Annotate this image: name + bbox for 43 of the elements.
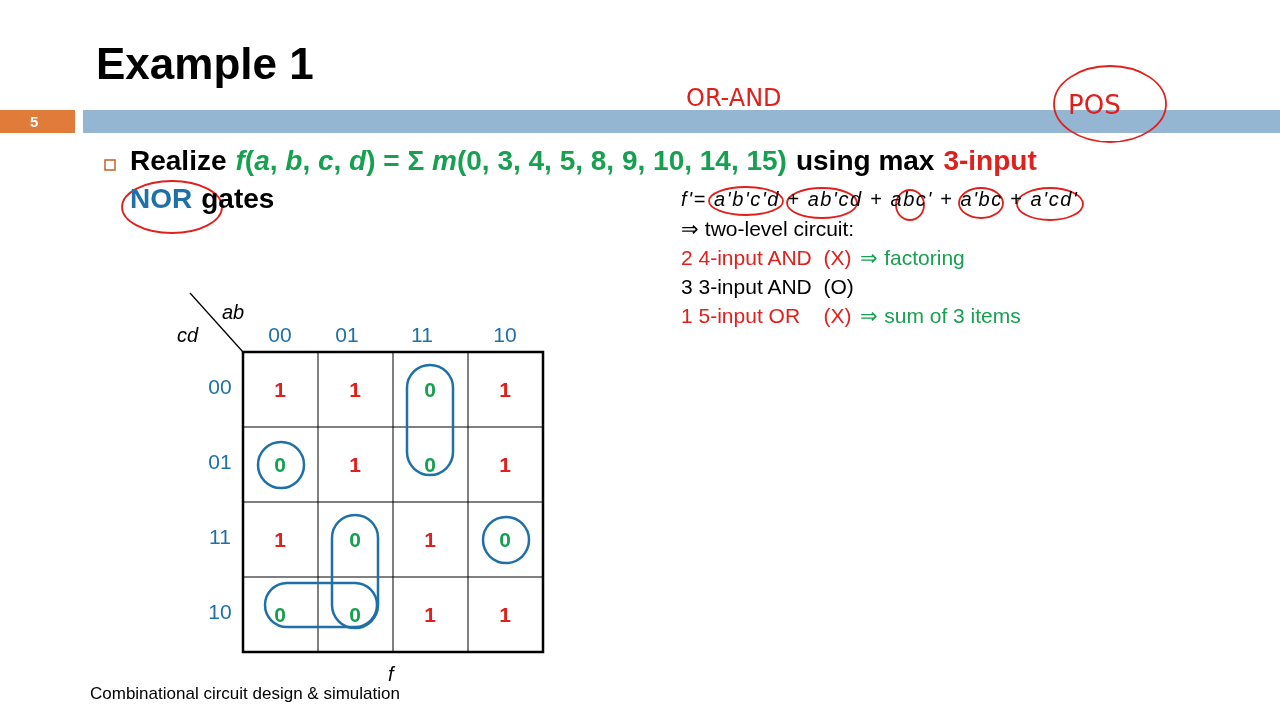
handwritten-note: OR-AND [686,86,782,110]
map-cell-value: 1 [349,454,361,475]
text-line: ⇒ sum of 3 items [860,305,1021,326]
text-line: ⇒ two-level circuit: [681,218,855,239]
map-cell-value: 0 [349,529,361,550]
function-expression: f(a, b, c, d) = Σ m(0, 3, 4, 5, 8, 9, 10, 14, 15) [235,147,787,175]
column-header: 00 [268,324,292,345]
map-cell-value: 1 [349,379,361,400]
footer-text: Combinational circuit design & simulation [90,685,400,702]
map-cell-value: 1 [274,379,286,400]
column-header: 10 [493,324,517,345]
row-header: 00 [208,376,232,397]
text-line: ⇒ factoring [860,247,965,268]
instruction-text: Realize [130,147,227,175]
text-line: 2 4-input AND (X) [681,247,852,268]
map-cell-value: 1 [499,604,511,625]
column-header: 01 [335,324,359,345]
axis-label: ab [222,302,245,322]
row-header: 01 [208,451,232,472]
text-line: 1 5-input OR (X) [681,305,852,326]
map-cell-value: 0 [424,379,436,400]
map-cell-value: 0 [349,604,361,625]
map-cell-value: 0 [274,604,286,625]
instruction-text: NOR [130,185,193,213]
map-cell-value: 1 [424,604,436,625]
map-cell-value: 1 [499,379,511,400]
handwritten-note: POS [1068,92,1121,118]
map-cell-value: 0 [274,454,286,475]
slide-title: Example 1 [96,42,314,86]
row-header: 11 [209,526,231,547]
axis-label: cd [177,325,199,345]
row-header: 10 [208,601,232,622]
map-caption: f [388,664,394,684]
map-cell-value: 1 [424,529,436,550]
map-cell-value: 1 [274,529,286,550]
column-header: 11 [411,324,433,345]
slide-number: 5 [30,114,39,129]
instruction-text: 3-input [943,147,1037,175]
instruction-text: using max [795,147,935,175]
text-line: 3 3-input AND (O) [681,276,854,297]
map-cell-value: 0 [424,454,436,475]
map-cell-value: 0 [499,529,511,550]
map-cell-value: 1 [499,454,511,475]
